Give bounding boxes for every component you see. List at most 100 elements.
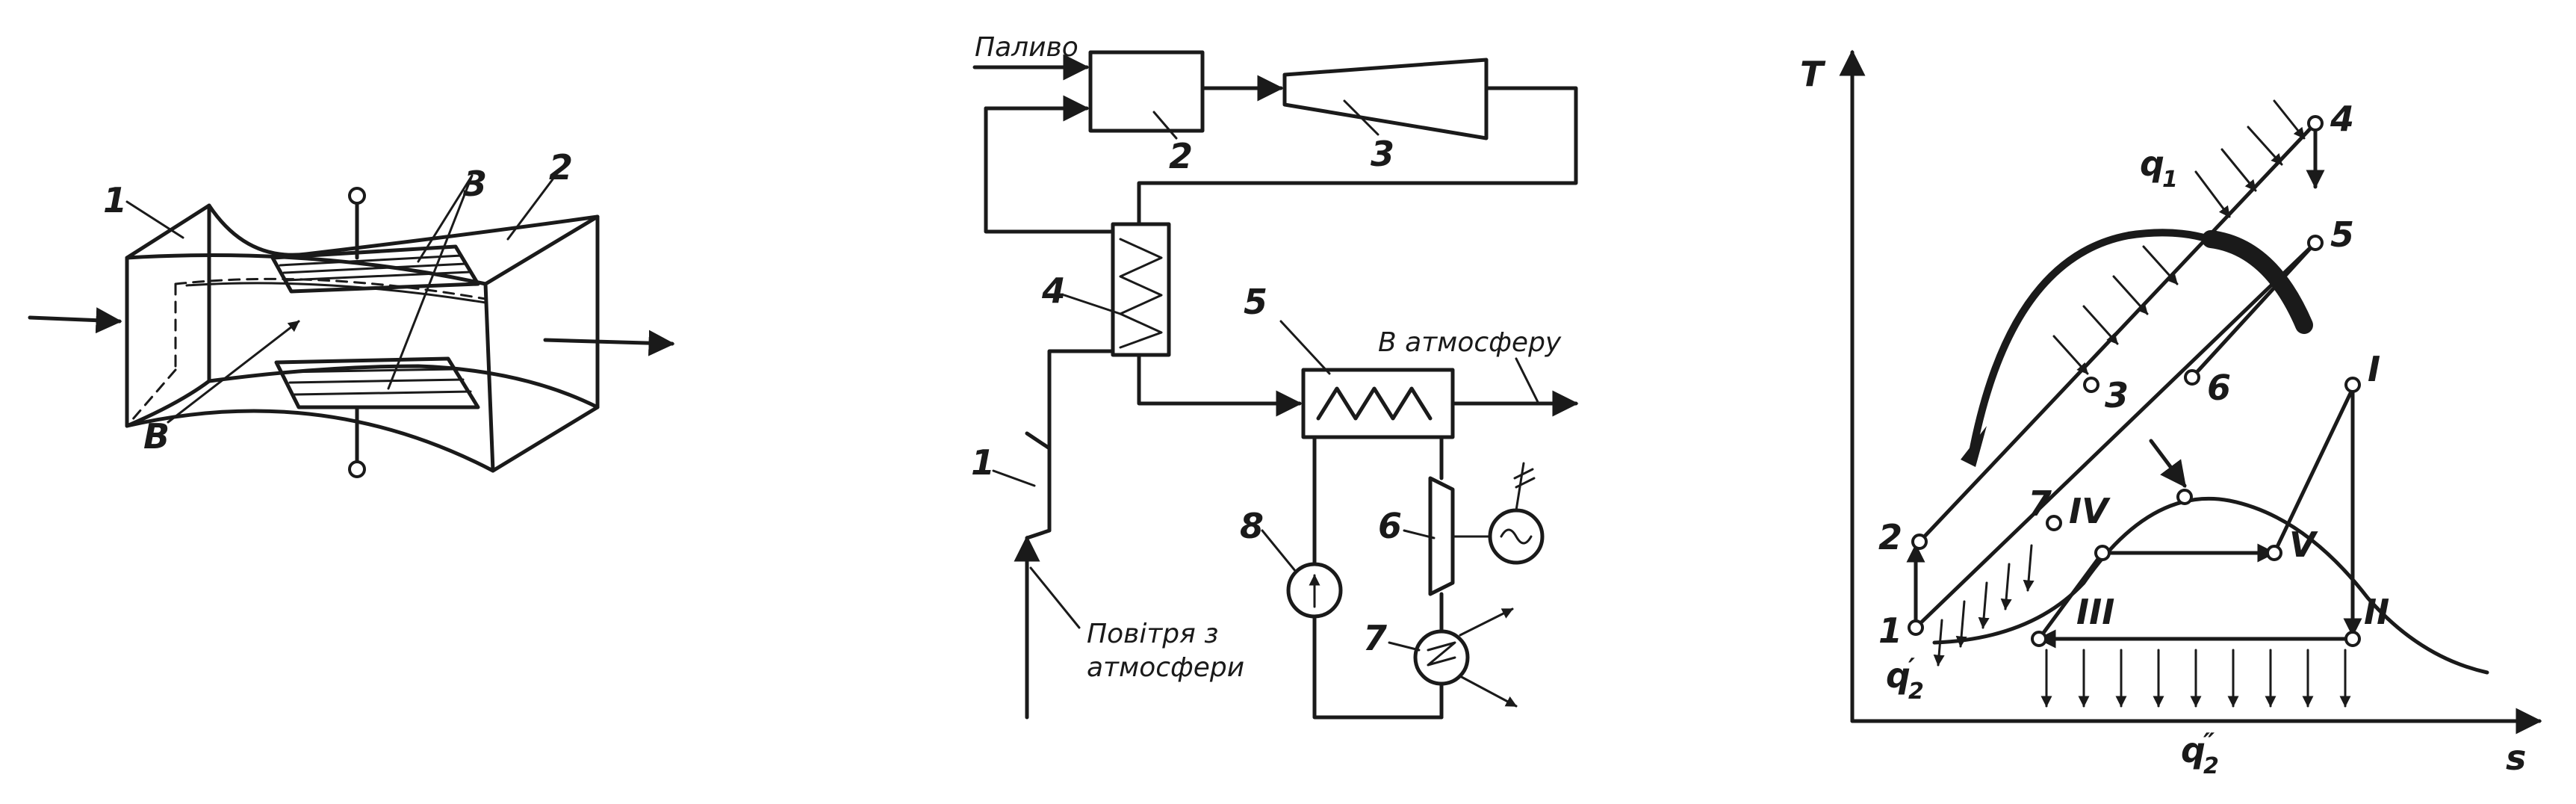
steam-line-V-I bbox=[2272, 386, 2355, 555]
fig2-label-6: 6 bbox=[1378, 506, 1402, 546]
inlet-flow-arrow bbox=[28, 307, 122, 334]
fig2-label-8: 8 bbox=[1240, 506, 1264, 546]
condenser-coil bbox=[1427, 641, 1456, 667]
leader-fig2-7 bbox=[1388, 641, 1421, 652]
compression-2-4 bbox=[1917, 121, 2318, 544]
t-axis-label: T bbox=[1800, 54, 1826, 94]
saturation-dome bbox=[1932, 496, 2489, 675]
leader-fig2-2 bbox=[1152, 111, 1178, 140]
heat-transfer-arrow bbox=[2149, 439, 2187, 488]
fig2-label-3: 3 bbox=[1371, 134, 1394, 174]
line-5-6 bbox=[2190, 241, 2318, 380]
cooling-out-arrow bbox=[1459, 675, 1518, 708]
point-V bbox=[2266, 545, 2282, 561]
preheater-coil bbox=[1119, 238, 1163, 349]
label-point-5: 5 bbox=[2330, 214, 2354, 255]
label-point-II: II bbox=[2364, 592, 2389, 632]
expansion-5-7 bbox=[1914, 241, 2318, 630]
heat-rejection-prime-arrows bbox=[1933, 544, 2035, 667]
leader-fig2-4 bbox=[1063, 294, 1122, 315]
fig2-label-4: 4 bbox=[1041, 270, 1066, 311]
point-6 bbox=[2184, 369, 2200, 386]
label-point-4: 4 bbox=[2330, 99, 2354, 139]
svg-text:q: q bbox=[2140, 143, 2164, 184]
point-dome-top bbox=[2176, 489, 2193, 505]
point-4 bbox=[2307, 115, 2324, 132]
air-label-line2: атмосфери bbox=[1087, 652, 1244, 683]
inlet-face bbox=[125, 203, 211, 428]
label-q1: q 1 bbox=[2140, 143, 2178, 193]
label-q2-double: q 2 ″ bbox=[2181, 728, 2219, 779]
label-point-2: 2 bbox=[1878, 517, 1902, 557]
steam-turbine bbox=[1428, 476, 1455, 596]
svg-text:q: q bbox=[2181, 730, 2206, 770]
outlet-flow-arrow bbox=[543, 330, 675, 356]
generator-exhaust-pipe bbox=[1137, 86, 1578, 226]
fig1-label-3: 3 bbox=[463, 164, 487, 204]
channel-top-surface bbox=[125, 203, 600, 286]
leader-fig2-6 bbox=[1403, 529, 1436, 539]
ac-symbol-icon bbox=[1500, 528, 1533, 545]
exhaust-label: В атмосферу bbox=[1378, 327, 1562, 358]
air-preheater bbox=[1111, 222, 1171, 357]
svg-text:1: 1 bbox=[2162, 167, 2178, 193]
fig1-label-2: 2 bbox=[549, 147, 573, 188]
fig2-label-7: 7 bbox=[1363, 618, 1387, 658]
bottom-electrode bbox=[274, 356, 480, 409]
svg-text:q: q bbox=[1886, 655, 1911, 696]
label-point-IV: IV bbox=[2069, 491, 2111, 531]
point-3 bbox=[2083, 377, 2099, 393]
preheater-to-boiler bbox=[1137, 353, 1303, 417]
point-7 bbox=[2046, 515, 2062, 531]
leader-fig2-8 bbox=[1261, 529, 1297, 573]
point-IV bbox=[2094, 545, 2111, 561]
cooling-in-arrow bbox=[1459, 607, 1514, 637]
leader-3 bbox=[387, 174, 474, 390]
label-q2-prime: q 2 ′ bbox=[1886, 653, 1924, 705]
leader-2 bbox=[506, 178, 554, 241]
fig1-label-1: 1 bbox=[103, 180, 127, 220]
regeneration-arrow-tip bbox=[1961, 426, 1987, 467]
channel-side-wall bbox=[185, 282, 487, 304]
point-5 bbox=[2307, 235, 2324, 251]
label-point-3: 3 bbox=[2105, 375, 2129, 415]
regeneration-arc-head bbox=[2202, 230, 2313, 334]
label-point-V: V bbox=[2289, 525, 2318, 565]
bottom-terminal bbox=[348, 405, 366, 478]
channel-hidden-edges bbox=[125, 277, 487, 427]
steam-generator-coil bbox=[1316, 386, 1433, 421]
fig1-label-b: B bbox=[143, 416, 170, 457]
leader-fig2-3 bbox=[1343, 99, 1379, 136]
steam-loop bbox=[1312, 435, 1444, 720]
heat-input-arrows bbox=[2052, 99, 2306, 375]
leader-air bbox=[1029, 566, 1081, 629]
steam-line-III-IV bbox=[2037, 551, 2105, 641]
outlet-face bbox=[483, 214, 600, 473]
top-electrode bbox=[270, 244, 480, 294]
preheated-air-line bbox=[984, 95, 1115, 234]
mhd-generator bbox=[1282, 58, 1489, 140]
combustion-chamber bbox=[1088, 50, 1205, 133]
fuel-label: Паливо bbox=[975, 32, 1078, 63]
svg-text:′: ′ bbox=[1908, 653, 1915, 683]
leader-fig2-5 bbox=[1279, 320, 1331, 375]
leader-fig2-1 bbox=[992, 469, 1036, 487]
svg-text:2: 2 bbox=[2203, 753, 2219, 779]
point-II bbox=[2344, 631, 2361, 647]
s-axis-label: s bbox=[2506, 737, 2526, 778]
point-2 bbox=[1911, 534, 1928, 550]
top-terminal bbox=[348, 187, 366, 260]
fig2-label-2: 2 bbox=[1169, 136, 1193, 176]
point-III bbox=[2031, 631, 2047, 647]
fig2-label-1: 1 bbox=[971, 442, 995, 483]
air-label-line1: Повітря з bbox=[1087, 619, 1218, 649]
fig2-label-5: 5 bbox=[1244, 282, 1267, 322]
channel-bottom-surface bbox=[125, 364, 600, 473]
ts-diagram-figure: T s bbox=[1800, 49, 2542, 779]
leader-1 bbox=[125, 200, 184, 239]
label-point-I: I bbox=[2368, 349, 2380, 389]
label-point-7: 7 bbox=[2028, 483, 2052, 524]
label-point-6: 6 bbox=[2207, 368, 2231, 408]
label-point-III: III bbox=[2076, 592, 2114, 632]
